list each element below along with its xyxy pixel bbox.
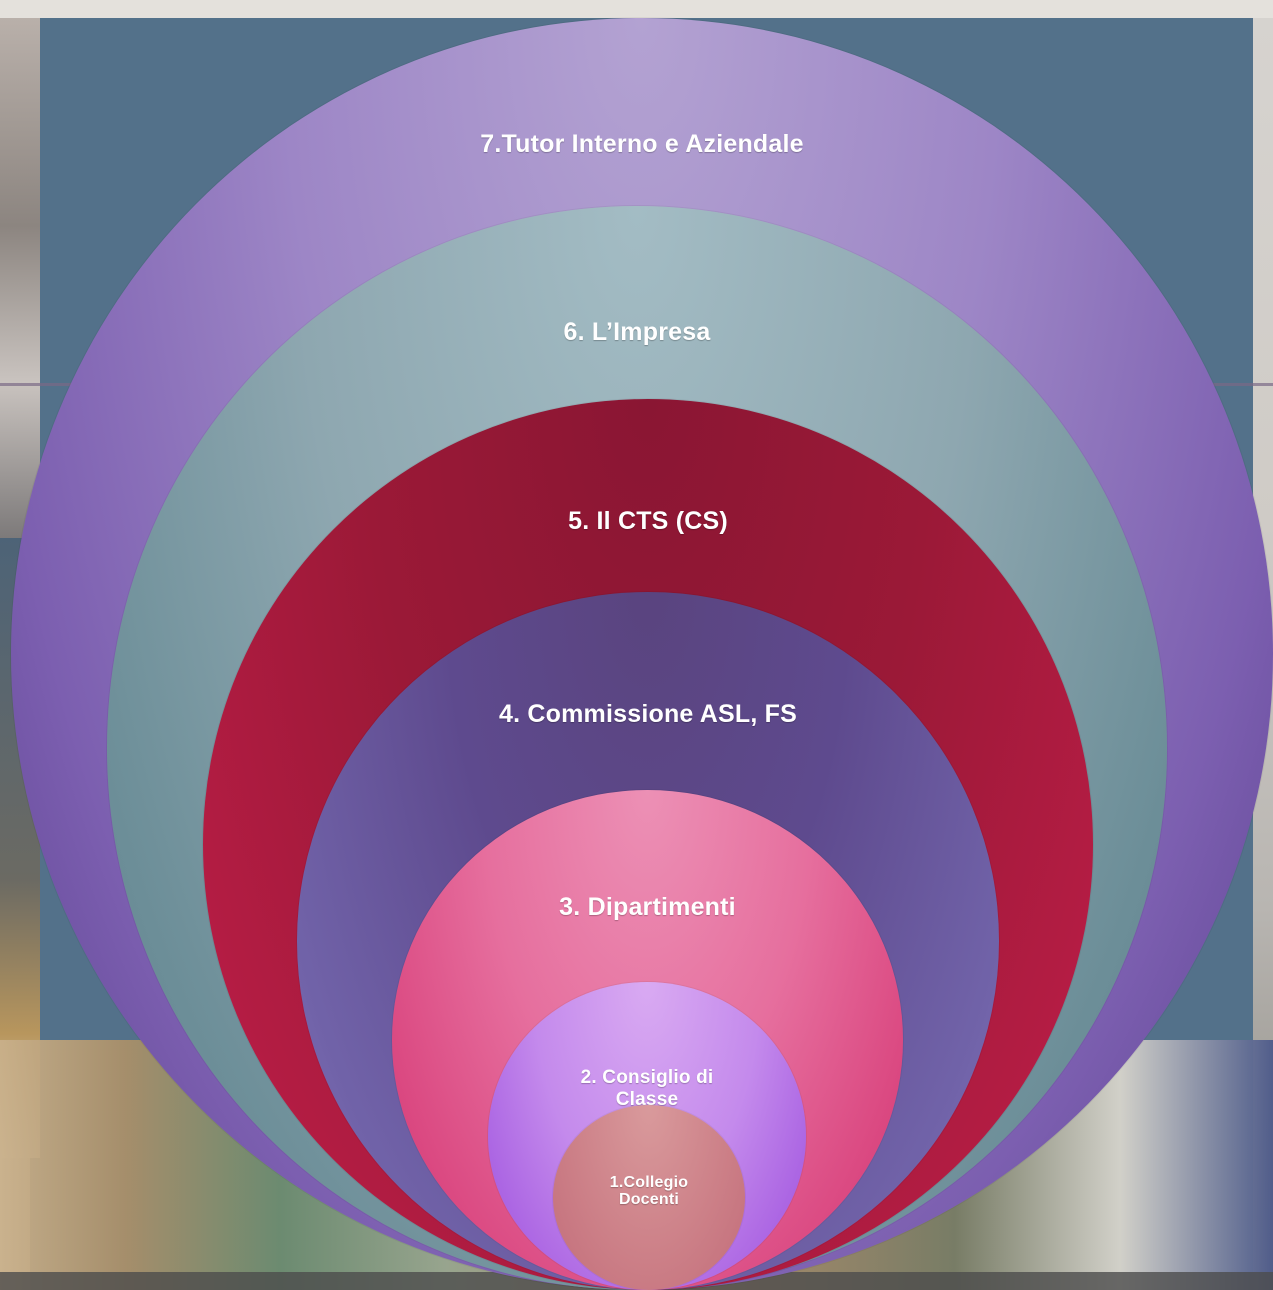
ring-6-label: 6. L’Impresa <box>563 318 711 346</box>
ring-1-collegio: 1.Collegio Docenti <box>553 1105 745 1290</box>
left-photo-strip <box>0 18 40 538</box>
ring-2-label: 2. Consiglio di Classe <box>580 1067 714 1110</box>
top-band <box>0 0 1273 18</box>
ring-1-label: 1.Collegio Docenti <box>609 1174 689 1208</box>
ring-5-label: 5. Il CTS (CS) <box>568 507 728 535</box>
ring-3-label: 3. Dipartimenti <box>559 893 736 921</box>
ring-7-label: 7.Tutor Interno e Aziendale <box>480 130 804 158</box>
ring-4-label: 4. Commissione ASL, FS <box>499 700 797 728</box>
